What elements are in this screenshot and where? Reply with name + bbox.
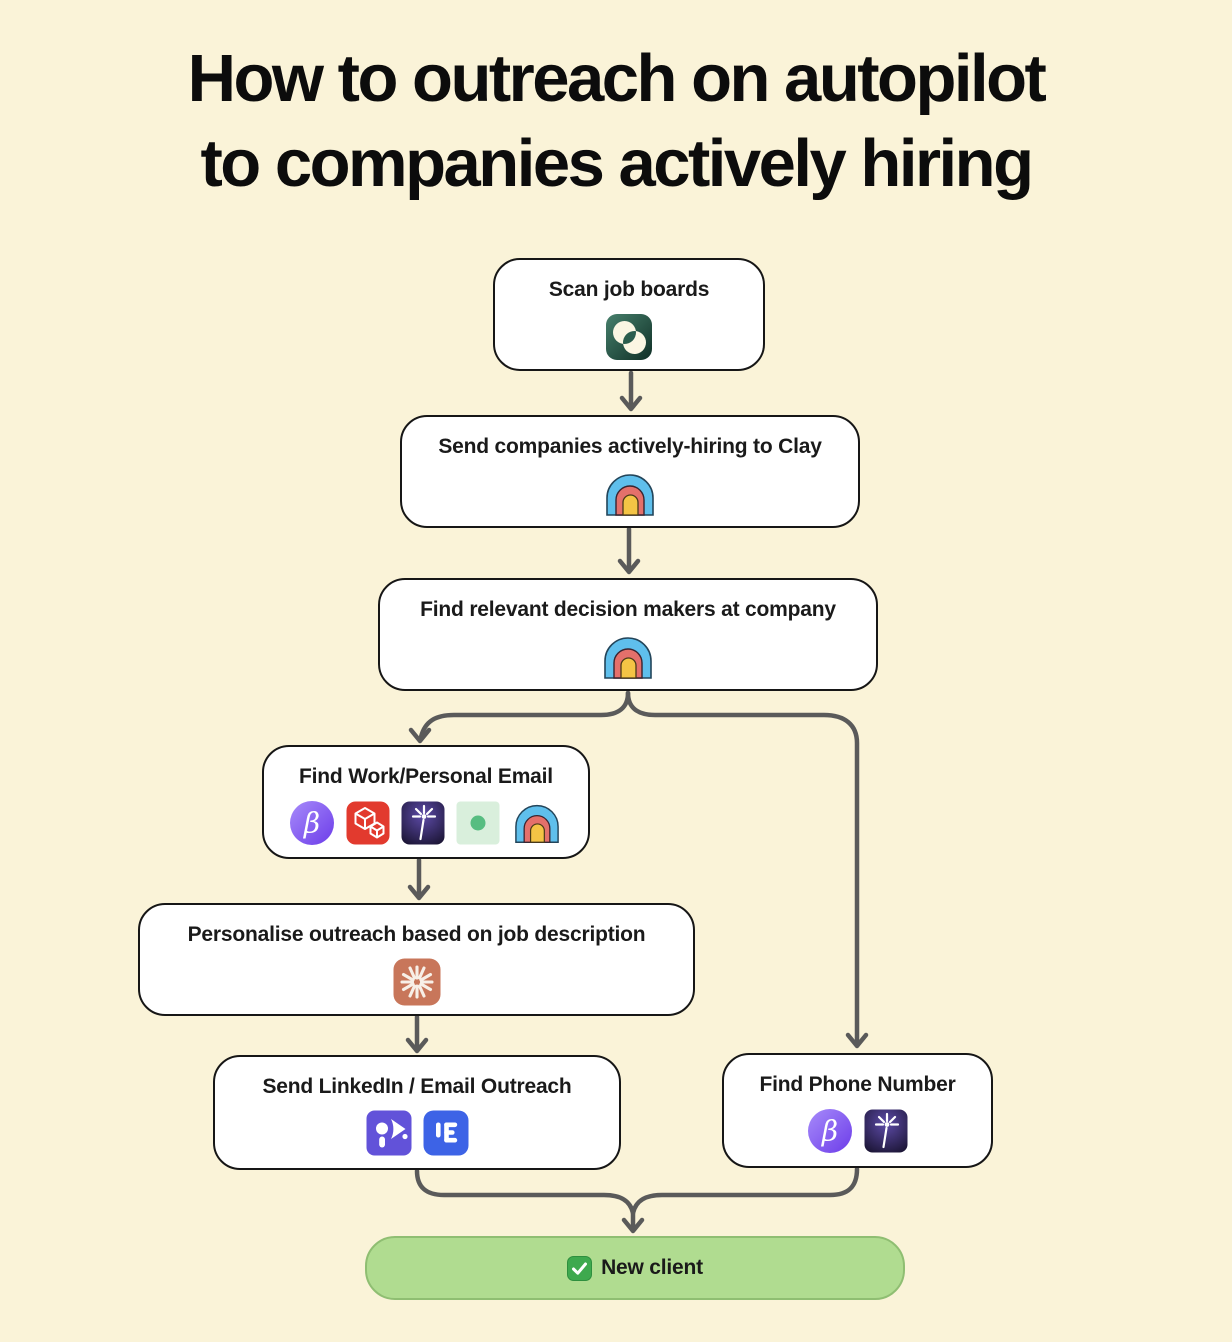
connector-merge-left: [414, 1168, 636, 1231]
red-cubes-icon: [346, 801, 390, 845]
claude-starburst-icon: [393, 958, 440, 1006]
connector-split-right: [625, 690, 860, 1045]
icon-row: [393, 958, 441, 1006]
megaphone-icon: [366, 1110, 411, 1156]
node-send-outreach: Send LinkedIn / Email Outreach: [213, 1055, 621, 1170]
clay-icon: [604, 637, 652, 679]
node-label: Send companies actively-hiring to Clay: [438, 435, 822, 458]
arrowhead-split-right: [845, 1032, 869, 1049]
node-label: Find Work/Personal Email: [299, 765, 553, 788]
icon-row: β: [289, 800, 563, 846]
icon-row: [605, 313, 653, 361]
node-label: Send LinkedIn / Email Outreach: [262, 1075, 572, 1098]
node-label: Personalise outreach based on job descri…: [187, 923, 646, 946]
node-scan-job-boards: Scan job boards: [493, 258, 765, 371]
sparkle-wand-icon: [401, 801, 445, 845]
venn-scan-icon: [606, 314, 652, 360]
page-title: How to outreach on autopilot to companie…: [0, 36, 1232, 206]
node-label: Find relevant decision makers at company: [420, 598, 836, 621]
node-find-phone: Find Phone Number β: [722, 1053, 993, 1168]
arrowhead-clay-to-decision: [617, 558, 641, 575]
node-new-client: New client: [365, 1236, 905, 1300]
clay-icon: [515, 804, 559, 843]
icon-row: [602, 470, 658, 518]
svg-text:β: β: [303, 807, 320, 840]
lemlist-icon: [423, 1110, 468, 1156]
bettercontact-beta-icon: β: [290, 801, 334, 845]
node-send-to-clay: Send companies actively-hiring to Clay: [400, 415, 860, 528]
node-find-decision-makers: Find relevant decision makers at company: [378, 578, 878, 691]
connector-split-left: [418, 690, 631, 740]
icon-row: [366, 1110, 469, 1156]
node-label: New client: [601, 1256, 703, 1279]
sparkle-wand-icon: [864, 1109, 908, 1153]
node-personalise-outreach: Personalise outreach based on job descri…: [138, 903, 695, 1016]
node-label: Scan job boards: [548, 278, 710, 301]
icon-row: β: [807, 1108, 908, 1154]
title-line-1: How to outreach on autopilot: [187, 41, 1047, 116]
clay-icon: [606, 474, 654, 516]
check-icon: [567, 1255, 593, 1281]
node-label: Find Phone Number: [759, 1073, 956, 1096]
arrowhead-personalise-to-outreach: [405, 1037, 429, 1054]
node-find-email: Find Work/Personal Email β: [262, 745, 590, 859]
green-dot-icon: [456, 801, 500, 845]
arrowhead-scan-to-clay: [619, 395, 643, 412]
connector-merge-right: [630, 1166, 860, 1216]
arrowhead-split-left: [408, 727, 432, 744]
svg-text:β: β: [821, 1115, 838, 1148]
icon-row: [600, 633, 656, 681]
title-line-2: to companies actively hiring: [200, 126, 1034, 202]
bettercontact-beta-icon: β: [808, 1109, 852, 1153]
arrowhead-email-to-personalise: [407, 884, 431, 901]
arrowhead-merge: [621, 1217, 645, 1234]
